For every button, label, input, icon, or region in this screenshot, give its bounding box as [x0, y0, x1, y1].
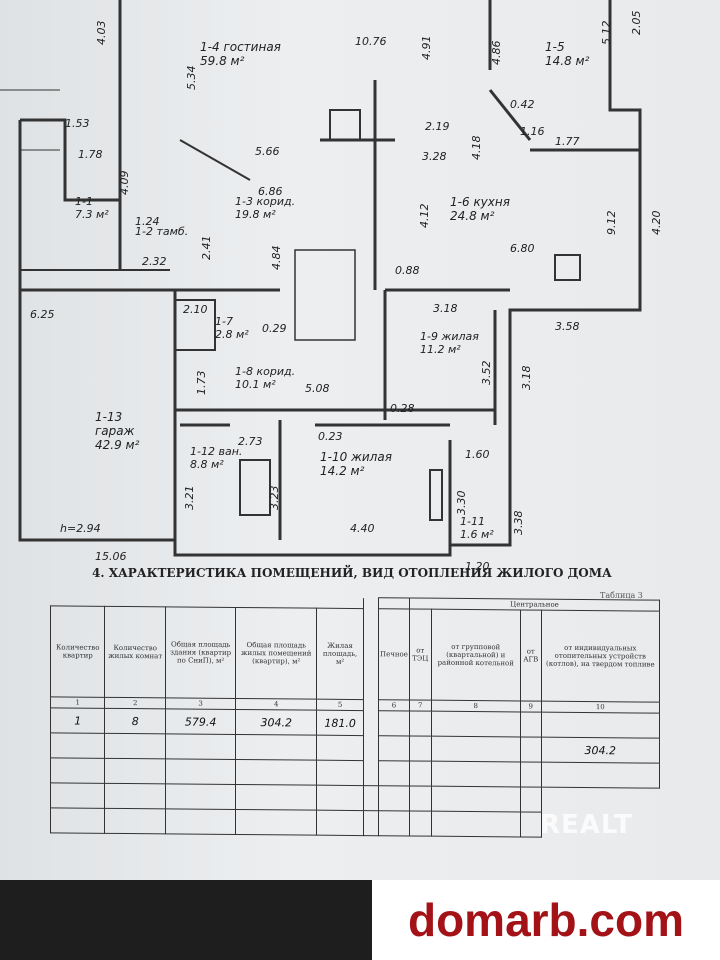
- section-title: 4. ХАРАКТЕРИСТИКА ПОМЕЩЕНИЙ, ВИД ОТОПЛЕН…: [92, 566, 612, 580]
- cell: 579.4: [165, 708, 236, 735]
- room-1-8: 1-8 корид.10.1 м²: [235, 365, 296, 391]
- dimension-label: 3.52: [480, 360, 493, 386]
- dimension-label: 6.80: [510, 242, 535, 255]
- dimension-label: 3.58: [555, 320, 580, 333]
- dimension-label: 15.06: [95, 550, 127, 563]
- dimension-label: 1.53: [65, 117, 90, 130]
- dimension-label: 3.23: [268, 485, 281, 511]
- dimension-label: 3.18: [433, 302, 458, 315]
- dimension-label: 1.16: [520, 125, 545, 138]
- dimension-label: 5.08: [305, 382, 330, 395]
- room-1-12: 1-12 ван.8.8 м²: [190, 445, 243, 471]
- column-header: Жилая площадь, м²: [316, 608, 364, 700]
- dimension-label: 4.18: [470, 135, 483, 161]
- column-number: 4: [235, 698, 317, 711]
- column-number: 1: [50, 696, 105, 709]
- dimension-label: 4.03: [95, 20, 108, 46]
- dimension-label: 1.24: [135, 215, 160, 228]
- column-header: Общая площадь здания (квартир по СниП), …: [165, 606, 236, 699]
- dimension-label: 4.91: [420, 35, 433, 61]
- dimension-label: 5.66: [255, 145, 280, 158]
- dimension-label: 4.84: [270, 245, 283, 271]
- dimension-label: 3.30: [455, 490, 468, 516]
- dimension-label: 4.20: [650, 210, 663, 236]
- cell: 1: [50, 707, 105, 734]
- dimension-label: 2.05: [630, 10, 643, 36]
- dimension-label: 0.23: [318, 430, 343, 443]
- dimension-label: 0.42: [510, 98, 535, 111]
- column-header: Количество жилых комнат: [104, 606, 166, 698]
- cell: 181.0: [316, 710, 364, 736]
- dimension-label: 2.10: [183, 303, 208, 316]
- column-header: от ТЭЦ: [409, 608, 432, 701]
- room-1-3: 1-3 корид.19.8 м²: [235, 195, 296, 221]
- column-header: Общая площадь жилых помещений (квартир),…: [235, 607, 317, 700]
- cell: 8: [104, 708, 166, 734]
- column-header: от групповой (квартальной) и районной ко…: [431, 609, 521, 701]
- column-number: 5: [316, 699, 364, 711]
- dimension-label: h=2.94: [60, 522, 101, 535]
- dimension-label: 6.25: [30, 308, 55, 321]
- dimension-label: 3.18: [520, 365, 533, 391]
- column-header: Печное: [378, 608, 410, 700]
- dimension-label: 4.86: [490, 40, 503, 66]
- column-header: от индивидуальных отопительных устройств…: [541, 610, 660, 703]
- cell: 304.2: [235, 709, 317, 736]
- dimension-label: 9.12: [605, 210, 618, 236]
- column-header: Количество квартир: [50, 605, 105, 698]
- dimension-label: 3.28: [422, 150, 447, 163]
- dimension-label: 5.12: [600, 20, 613, 46]
- dimension-label: 2.19: [425, 120, 450, 133]
- dimension-label: 4.09: [118, 170, 131, 196]
- dimension-label: 5.34: [185, 65, 198, 91]
- column-number: 9: [520, 700, 542, 713]
- column-number: 8: [431, 700, 521, 712]
- dimension-label: 2.73: [238, 435, 263, 448]
- dimension-label: 6.86: [258, 185, 283, 198]
- dimension-label: 0.28: [390, 402, 415, 415]
- dimension-label: 0.29: [262, 322, 287, 335]
- brand-banner[interactable]: domarb.com: [372, 880, 720, 960]
- column-number: 3: [165, 697, 236, 710]
- cell: 304.2: [541, 737, 660, 764]
- dimension-label: 3.21: [183, 485, 196, 511]
- dimension-label: 1.60: [465, 448, 490, 461]
- table-number: Таблица 3: [600, 591, 643, 600]
- dimension-label: 1.78: [78, 148, 103, 161]
- brand-text: domarb.com: [407, 894, 685, 946]
- dimension-label: 1.77: [555, 135, 580, 148]
- dimension-label: 3.38: [512, 510, 525, 536]
- dimension-label: 1.73: [195, 370, 208, 396]
- column-number: 7: [409, 699, 432, 712]
- realt-watermark: REALT: [540, 810, 633, 840]
- dimension-label: 0.88: [395, 264, 420, 277]
- dimension-label: 10.76: [355, 35, 387, 48]
- column-header: от АГВ: [520, 609, 542, 702]
- column-number: 6: [378, 699, 410, 711]
- column-number: 2: [104, 697, 166, 709]
- dimension-label: 4.12: [418, 203, 431, 229]
- dimension-label: 2.32: [142, 255, 167, 268]
- room-1-2: 1-2 тамб.: [135, 225, 189, 238]
- floor-plan-drawing: [0, 0, 642, 557]
- dimension-label: 1.20: [465, 560, 490, 573]
- dimension-label: 4.40: [350, 522, 375, 535]
- dimension-label: 2.41: [200, 235, 213, 261]
